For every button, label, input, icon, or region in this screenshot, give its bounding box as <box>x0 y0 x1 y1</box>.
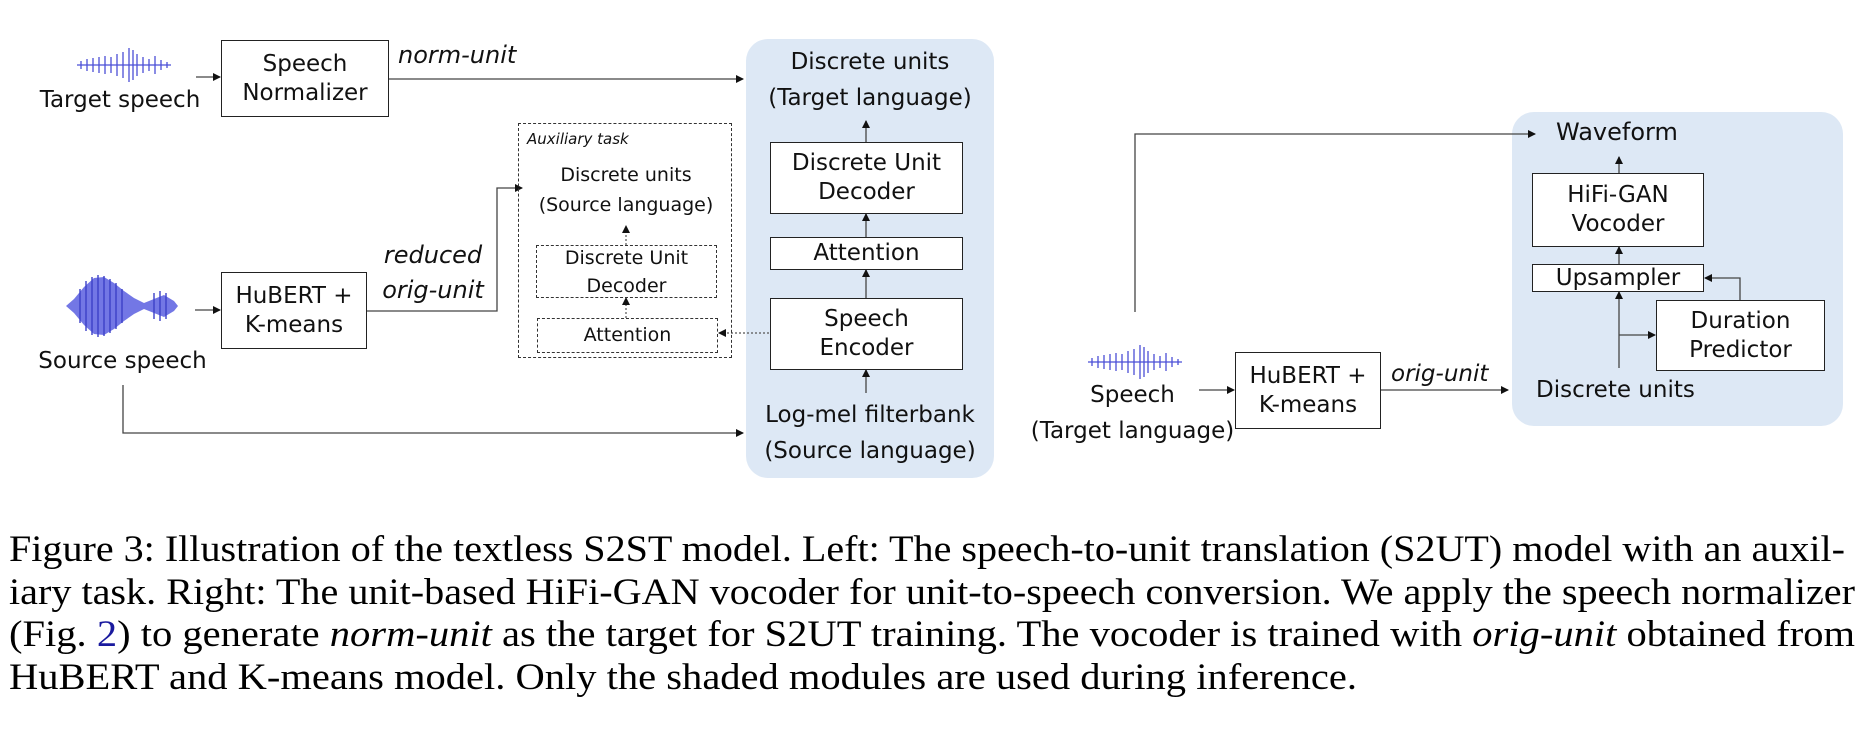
caption-line-2: iary task. Right: The unit-based HiFi-GA… <box>9 570 1855 612</box>
filterbank-line2: (Source language) <box>764 438 976 464</box>
auxiliary-task-box <box>518 123 732 358</box>
norm-unit-label: norm-unit <box>398 41 517 69</box>
orig-unit-term: orig-unit <box>1472 613 1617 654</box>
aux-attention-box: Attention <box>537 318 718 353</box>
aux-output-label: Discrete units (Source language) <box>526 160 726 220</box>
aux-decoder-line2: Decoder <box>586 274 667 297</box>
filterbank-line1: Log-mel filterbank <box>765 402 975 428</box>
speech-label-line2: (Target language) <box>1030 418 1235 444</box>
hubert-line1: HuBERT + <box>235 282 353 309</box>
auxiliary-task-title: Auxiliary task <box>527 130 629 148</box>
target-speech-label: Target speech <box>39 87 201 113</box>
aux-decoder-line1: Discrete Unit <box>564 246 689 269</box>
decoder-line2: Decoder <box>818 179 915 205</box>
vocoder-line1: HiFi-GAN <box>1567 182 1669 209</box>
encoder-line2: Encoder <box>819 335 914 361</box>
arrow-speech-to-waveform <box>1134 130 1536 312</box>
upsampler-box: Upsampler <box>1532 264 1704 292</box>
norm-unit-term: norm-unit <box>329 613 492 654</box>
source-speech-waveform-icon <box>66 275 178 337</box>
hubert-kmeans-box-right: HuBERT +K-means <box>1235 352 1381 429</box>
speech-label-line1: Speech <box>1090 382 1175 408</box>
source-speech-label: Source speech <box>38 348 207 374</box>
reduced-label: reduced <box>383 241 483 269</box>
duration-line2: Predictor <box>1689 336 1792 363</box>
caption-line-3: (Fig. 2) to generate norm-unit as the ta… <box>9 613 1855 654</box>
caption-line-4: HuBERT and K-means model. Only the shade… <box>9 655 1357 697</box>
aux-attention-label: Attention <box>583 323 672 346</box>
arrow-reduced-orig-unit <box>367 184 523 312</box>
orig-unit-label-left: orig-unit <box>382 276 484 304</box>
target-speech-waveform-icon <box>77 48 171 82</box>
filterbank-label: Log-mel filterbank (Source language) <box>746 397 994 469</box>
encoder-line1: Speech <box>824 306 909 333</box>
speech-normalizer-line2: Normalizer <box>242 79 368 106</box>
arrow-source-speech-to-filterbank <box>122 385 744 437</box>
hubert-kmeans-box-left: HuBERT +K-means <box>221 272 367 349</box>
attention-label: Attention <box>813 240 920 267</box>
decoder-line1: Discrete Unit <box>791 150 942 177</box>
speech-target-language-label: Speech (Target language) <box>1020 377 1245 449</box>
target-units-line1: Discrete units <box>790 49 950 75</box>
orig-unit-label-right: orig-unit <box>1391 361 1489 387</box>
hubert-line2: K-means <box>244 311 344 338</box>
target-units-line2: (Target language) <box>768 85 972 111</box>
aux-output-line1: Discrete units <box>560 164 692 186</box>
figure-caption: Figure 3: Illustration of the textless S… <box>9 528 1855 698</box>
speech-normalizer-line1: Speech <box>262 50 348 77</box>
waveform-label: Waveform <box>1556 118 1678 146</box>
reduced-orig-unit-label: reduced orig-unit <box>378 238 488 308</box>
connector-arrows <box>122 73 1741 437</box>
upsampler-label: Upsampler <box>1555 264 1681 291</box>
figure-2-link[interactable]: 2 <box>96 613 118 654</box>
hubert-right-line2: K-means <box>1258 391 1358 418</box>
aux-output-line2: (Source language) <box>538 194 714 216</box>
target-units-label: Discrete units (Target language) <box>746 44 994 116</box>
target-language-speech-waveform-icon <box>1088 345 1182 379</box>
arrow-duration-to-upsampler <box>1704 274 1741 300</box>
discrete-units-label-right: Discrete units <box>1536 377 1695 403</box>
caption-line-1: Figure 3: Illustration of the textless S… <box>9 528 1845 569</box>
vocoder-line2: Vocoder <box>1571 211 1665 237</box>
attention-box: Attention <box>770 237 963 270</box>
duration-line1: Duration <box>1690 307 1791 334</box>
hubert-right-line1: HuBERT + <box>1249 362 1367 389</box>
